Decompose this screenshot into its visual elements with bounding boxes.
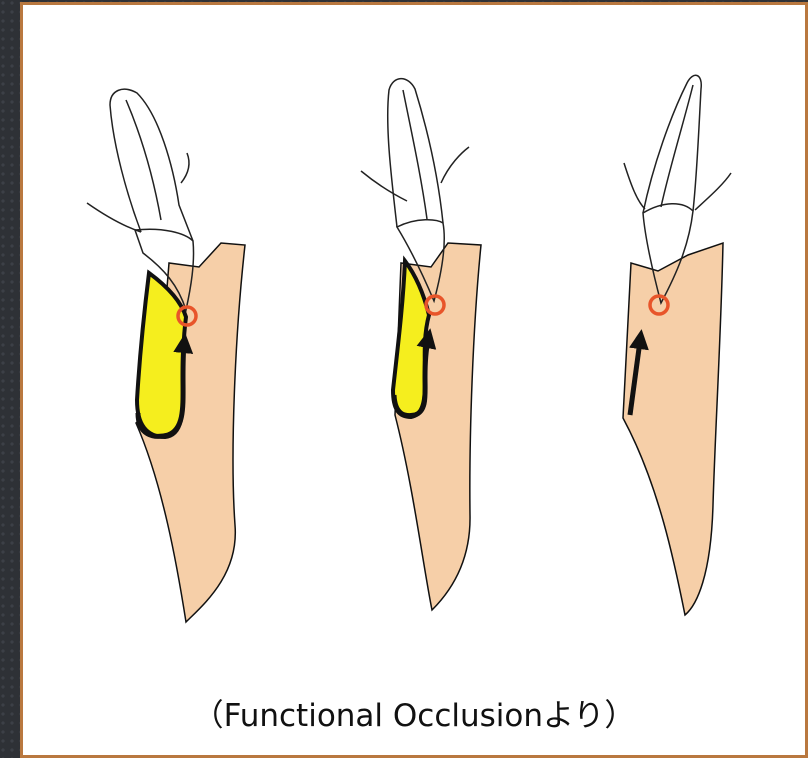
source-caption: （Functional Occlusionより） (23, 690, 805, 735)
right-figure (623, 75, 731, 615)
tooth-diagram (23, 5, 805, 685)
bone-section (623, 243, 723, 615)
slide: （Functional Occlusionより） (20, 2, 808, 758)
middle-figure (361, 79, 481, 610)
left-figure (87, 89, 245, 622)
